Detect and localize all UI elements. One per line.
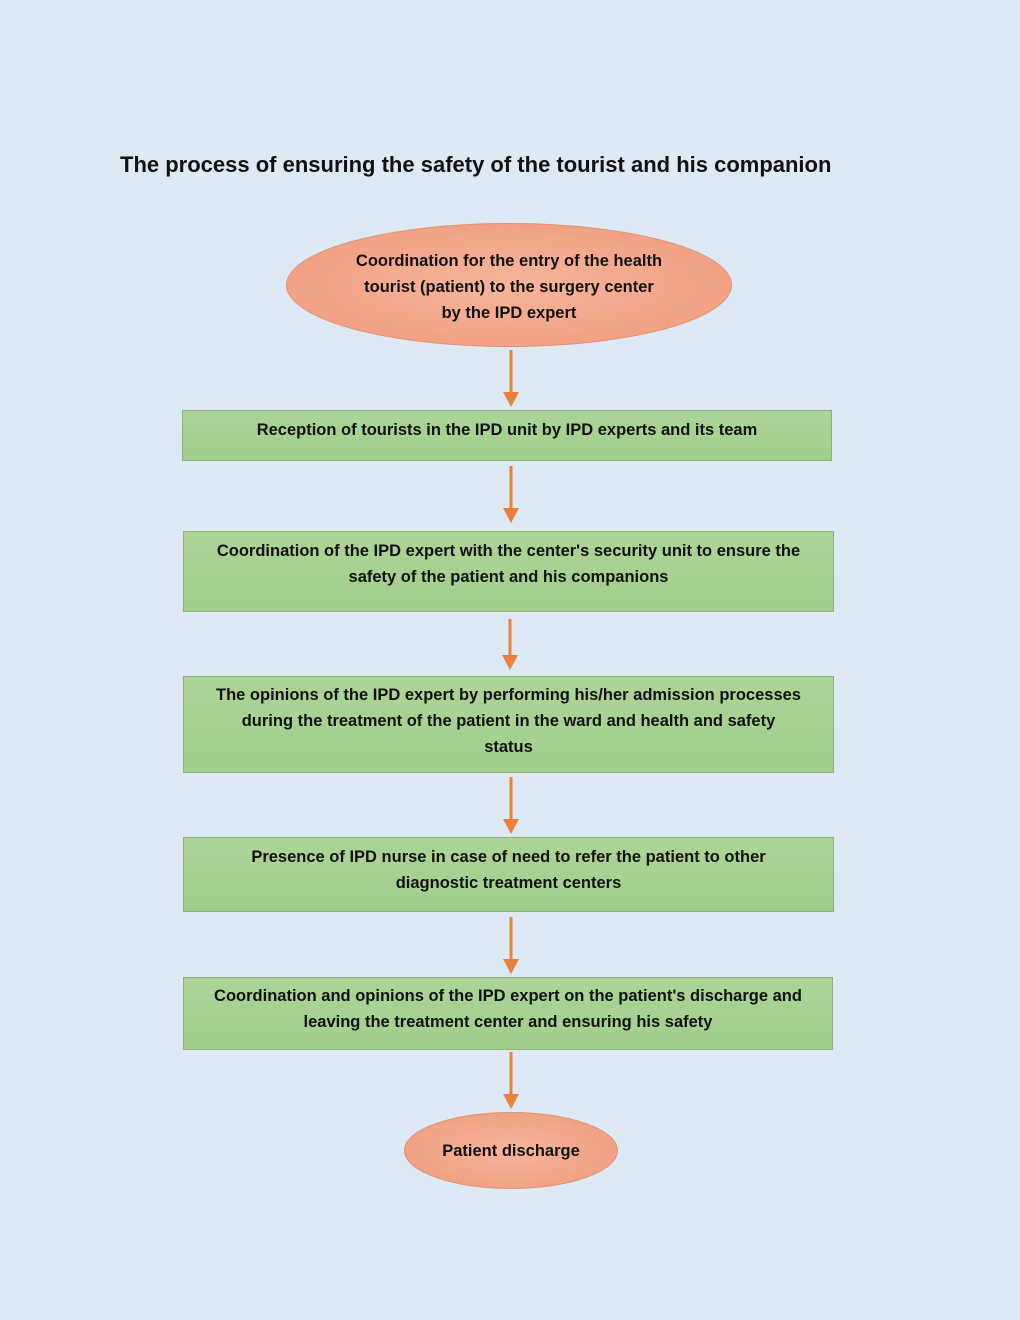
end-node-label: Patient discharge bbox=[442, 1141, 580, 1160]
arrow-down-icon bbox=[503, 1052, 519, 1109]
start-node: Coordination for the entry of the health… bbox=[286, 223, 732, 347]
process-step-5: Coordination and opinions of the IPD exp… bbox=[183, 977, 833, 1050]
arrow-down-icon bbox=[503, 777, 519, 834]
arrow-down-icon bbox=[502, 619, 518, 670]
process-step-2: Coordination of the IPD expert with the … bbox=[183, 531, 834, 612]
arrow-down-icon bbox=[503, 917, 519, 974]
process-step-1: Reception of tourists in the IPD unit by… bbox=[182, 410, 832, 461]
arrow-down-icon bbox=[503, 466, 519, 523]
start-node-label: Coordination for the entry of the health… bbox=[355, 252, 663, 322]
process-step-3: The opinions of the IPD expert by perfor… bbox=[183, 676, 834, 773]
page-title: The process of ensuring the safety of th… bbox=[120, 152, 832, 177]
arrow-down-icon bbox=[503, 350, 519, 407]
end-node: Patient discharge bbox=[404, 1112, 618, 1189]
process-step-4: Presence of IPD nurse in case of need to… bbox=[183, 837, 834, 912]
